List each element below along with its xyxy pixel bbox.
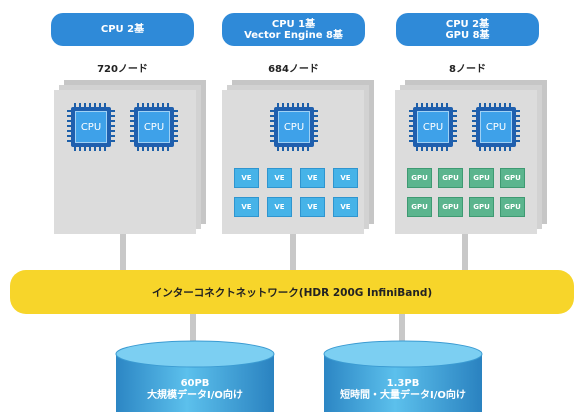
gpu-card-icon: GPU xyxy=(469,197,494,217)
chip-label: CPU xyxy=(480,111,512,143)
cpu-chip-icon: CPU xyxy=(270,103,318,151)
storage-large-label: 60PB 大規模データI/O向け xyxy=(115,378,275,402)
gpu-card-icon: GPU xyxy=(438,168,463,188)
header-line: CPU 2基 xyxy=(445,18,490,30)
storage-capacity: 60PB xyxy=(180,378,210,389)
storage-cylinder-icon xyxy=(323,340,483,412)
ve-card-icon: VE xyxy=(333,168,358,188)
storage-capacity: 1.3PB xyxy=(386,378,420,389)
storage-fast-label: 1.3PB 短時間・大量データI/O向け xyxy=(323,378,483,402)
chip-label: CPU xyxy=(417,111,449,143)
ve-card-icon: VE xyxy=(234,168,259,188)
storage-purpose: 短時間・大量データI/O向け xyxy=(340,390,466,401)
node-count-ve: 684ノード xyxy=(268,64,319,75)
chip-label: CPU xyxy=(278,111,310,143)
ve-card-icon: VE xyxy=(300,197,325,217)
header-line: CPU 1基 xyxy=(271,18,316,30)
interconnect-network-band: インターコネクトネットワーク(HDR 200G InfiniBand) xyxy=(10,270,574,314)
cpu-chip-icon: CPU xyxy=(409,103,457,151)
node-type-header-cpu: CPU 2基 xyxy=(51,13,194,46)
connector-storage-large xyxy=(190,312,196,352)
ve-card-icon: VE xyxy=(333,197,358,217)
storage-cylinder-icon xyxy=(115,340,275,412)
gpu-card-icon: GPU xyxy=(438,197,463,217)
node-type-header-gpu: CPU 2基 GPU 8基 xyxy=(396,13,539,46)
interconnect-label: インターコネクトネットワーク(HDR 200G InfiniBand) xyxy=(151,286,433,299)
cpu-chip-icon: CPU xyxy=(67,103,115,151)
connector-storage-fast xyxy=(399,312,405,352)
node-count-cpu: 720ノード xyxy=(97,64,148,75)
chip-label: CPU xyxy=(75,111,107,143)
gpu-card-icon: GPU xyxy=(469,168,494,188)
gpu-card-icon: GPU xyxy=(500,168,525,188)
header-line: Vector Engine 8基 xyxy=(244,29,343,41)
header-line: GPU 8基 xyxy=(445,29,490,41)
cpu-chip-icon: CPU xyxy=(472,103,520,151)
ve-card-icon: VE xyxy=(267,168,292,188)
gpu-card-icon: GPU xyxy=(407,168,432,188)
node-count-gpu: 8ノード xyxy=(449,64,486,75)
header-line: CPU 2基 xyxy=(100,24,145,35)
ve-card-icon: VE xyxy=(234,197,259,217)
storage-purpose: 大規模データI/O向け xyxy=(147,390,243,401)
chip-label: CPU xyxy=(138,111,170,143)
gpu-card-icon: GPU xyxy=(407,197,432,217)
connector-ve xyxy=(290,225,296,272)
connector-gpu xyxy=(462,225,468,272)
cpu-chip-icon: CPU xyxy=(130,103,178,151)
ve-card-icon: VE xyxy=(267,197,292,217)
node-type-header-ve: CPU 1基 Vector Engine 8基 xyxy=(222,13,365,46)
ve-card-icon: VE xyxy=(300,168,325,188)
connector-cpu xyxy=(120,225,126,272)
gpu-card-icon: GPU xyxy=(500,197,525,217)
